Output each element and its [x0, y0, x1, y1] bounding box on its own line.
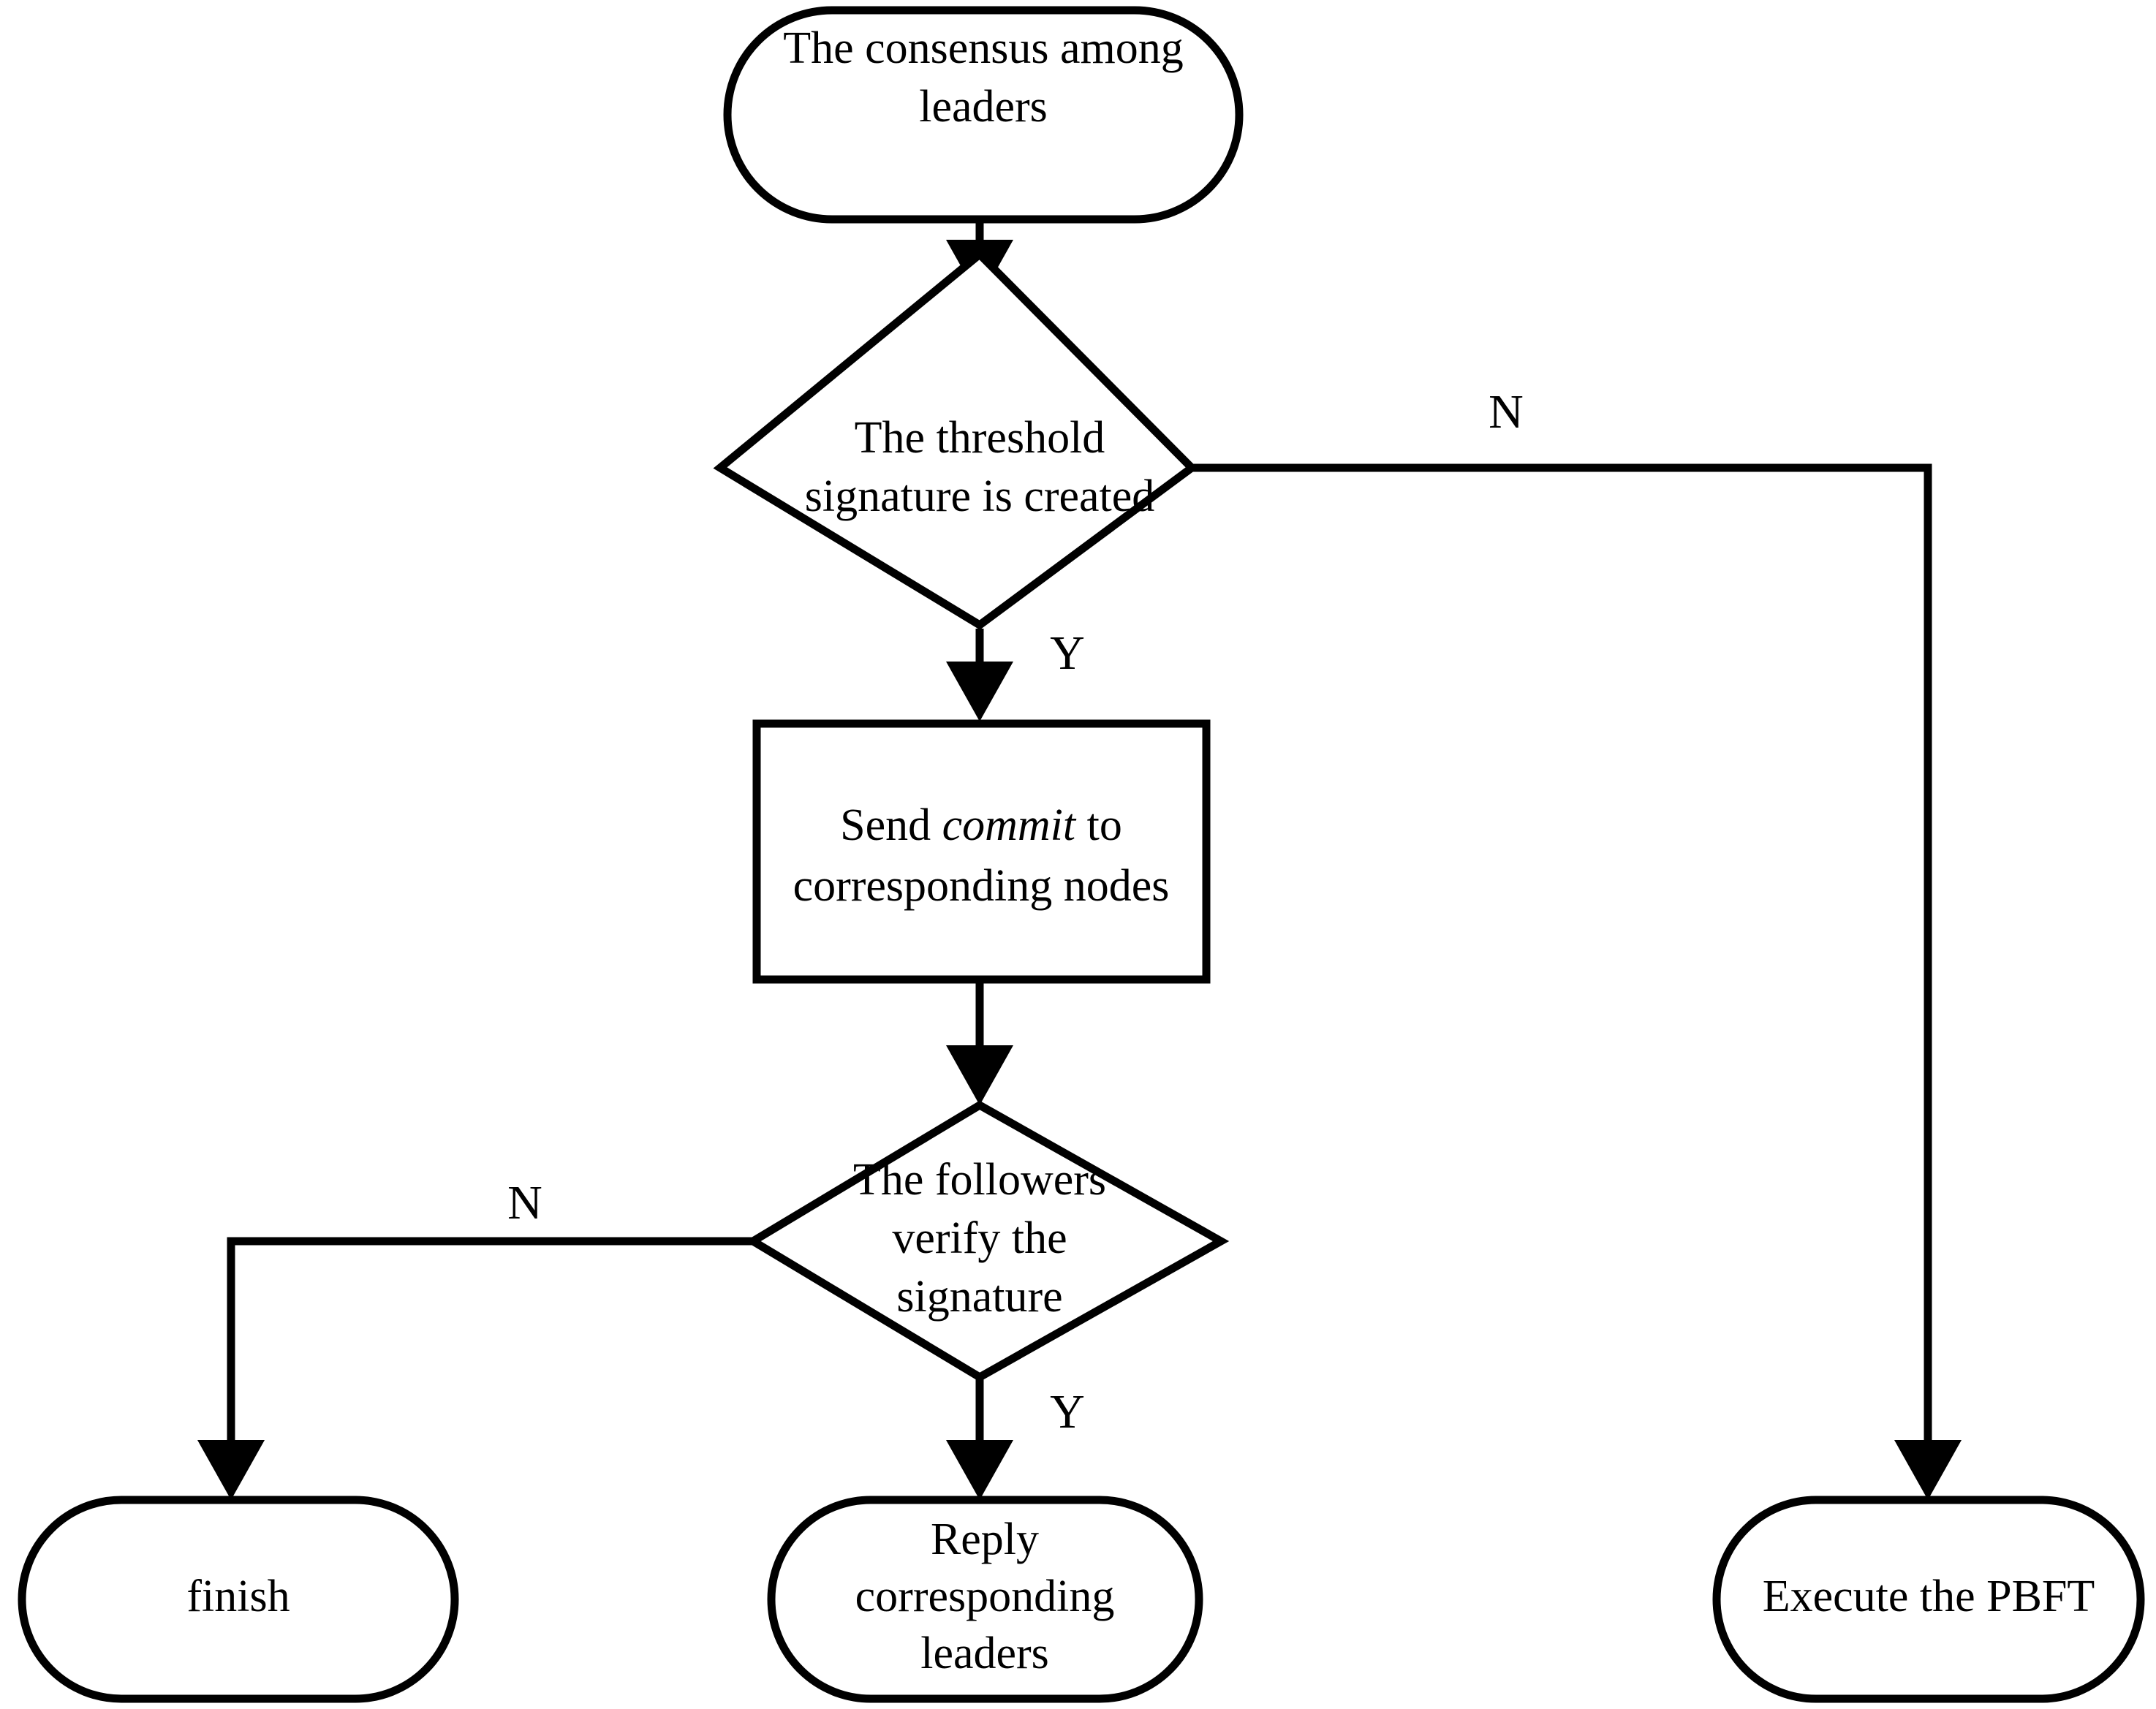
edge-label-verify-yes: Y	[1050, 1385, 1085, 1439]
node-execute-pbft-shape	[1712, 1496, 2145, 1703]
node-send-commit[interactable]: Send commit to corresponding nodes	[752, 719, 1211, 984]
node-send-commit-italic-word: commit	[942, 800, 1077, 850]
node-decision-verify-label-line3: signature	[896, 1272, 1062, 1322]
node-decision-verify-label-line1: The followers	[853, 1155, 1106, 1205]
node-decision-threshold[interactable]: The threshold signature is created	[713, 249, 1198, 630]
node-send-commit-suffix: to	[1075, 800, 1122, 850]
node-start-shape	[723, 6, 1244, 224]
node-reply-leaders[interactable]: Reply corresponding leaders	[767, 1496, 1203, 1703]
edge-verify-yes-to-reply	[946, 1377, 1013, 1500]
node-execute-pbft[interactable]: Execute the PBFT	[1712, 1496, 2145, 1703]
node-decision-verify-shape	[745, 1100, 1230, 1382]
node-decision-threshold-shape	[713, 249, 1198, 630]
node-finish[interactable]: finish	[18, 1496, 459, 1703]
edge-threshold-yes-to-commit	[946, 629, 1013, 721]
edge-commit-to-verify	[946, 983, 1013, 1105]
node-send-commit-shape	[752, 719, 1211, 984]
node-reply-leaders-label-line1: Reply	[931, 1515, 1039, 1564]
edge-threshold-no-to-pbft	[1192, 463, 1962, 1500]
node-send-commit-label-line2: corresponding nodes	[793, 861, 1170, 911]
edge-verify-no-to-finish	[197, 1237, 753, 1500]
edge-label-verify-no: N	[507, 1176, 542, 1229]
node-reply-leaders-shape	[767, 1496, 1203, 1703]
node-send-commit-prefix: Send	[840, 800, 942, 850]
edge-label-threshold-no: N	[1489, 385, 1524, 439]
node-execute-pbft-label: Execute the PBFT	[1763, 1572, 2095, 1621]
node-finish-label: finish	[186, 1572, 290, 1621]
node-decision-verify-label-line2: verify the	[892, 1213, 1067, 1263]
node-send-commit-label-line1: Send commit to	[840, 800, 1122, 850]
node-start-label-line1: The consensus among	[783, 23, 1184, 73]
node-reply-leaders-label-line3: leaders	[920, 1629, 1049, 1678]
node-reply-leaders-label-line2: corresponding	[855, 1572, 1115, 1621]
node-decision-threshold-label-line1: The threshold	[855, 413, 1105, 463]
node-start-label-line2: leaders	[919, 82, 1048, 132]
node-decision-threshold-label-line2: signature is created	[805, 471, 1155, 521]
node-decision-verify[interactable]: The followers verify the signature	[745, 1100, 1230, 1382]
edge-label-threshold-yes: Y	[1050, 626, 1085, 680]
node-start[interactable]: The consensus among leaders	[723, 6, 1244, 224]
node-finish-shape	[18, 1496, 459, 1703]
